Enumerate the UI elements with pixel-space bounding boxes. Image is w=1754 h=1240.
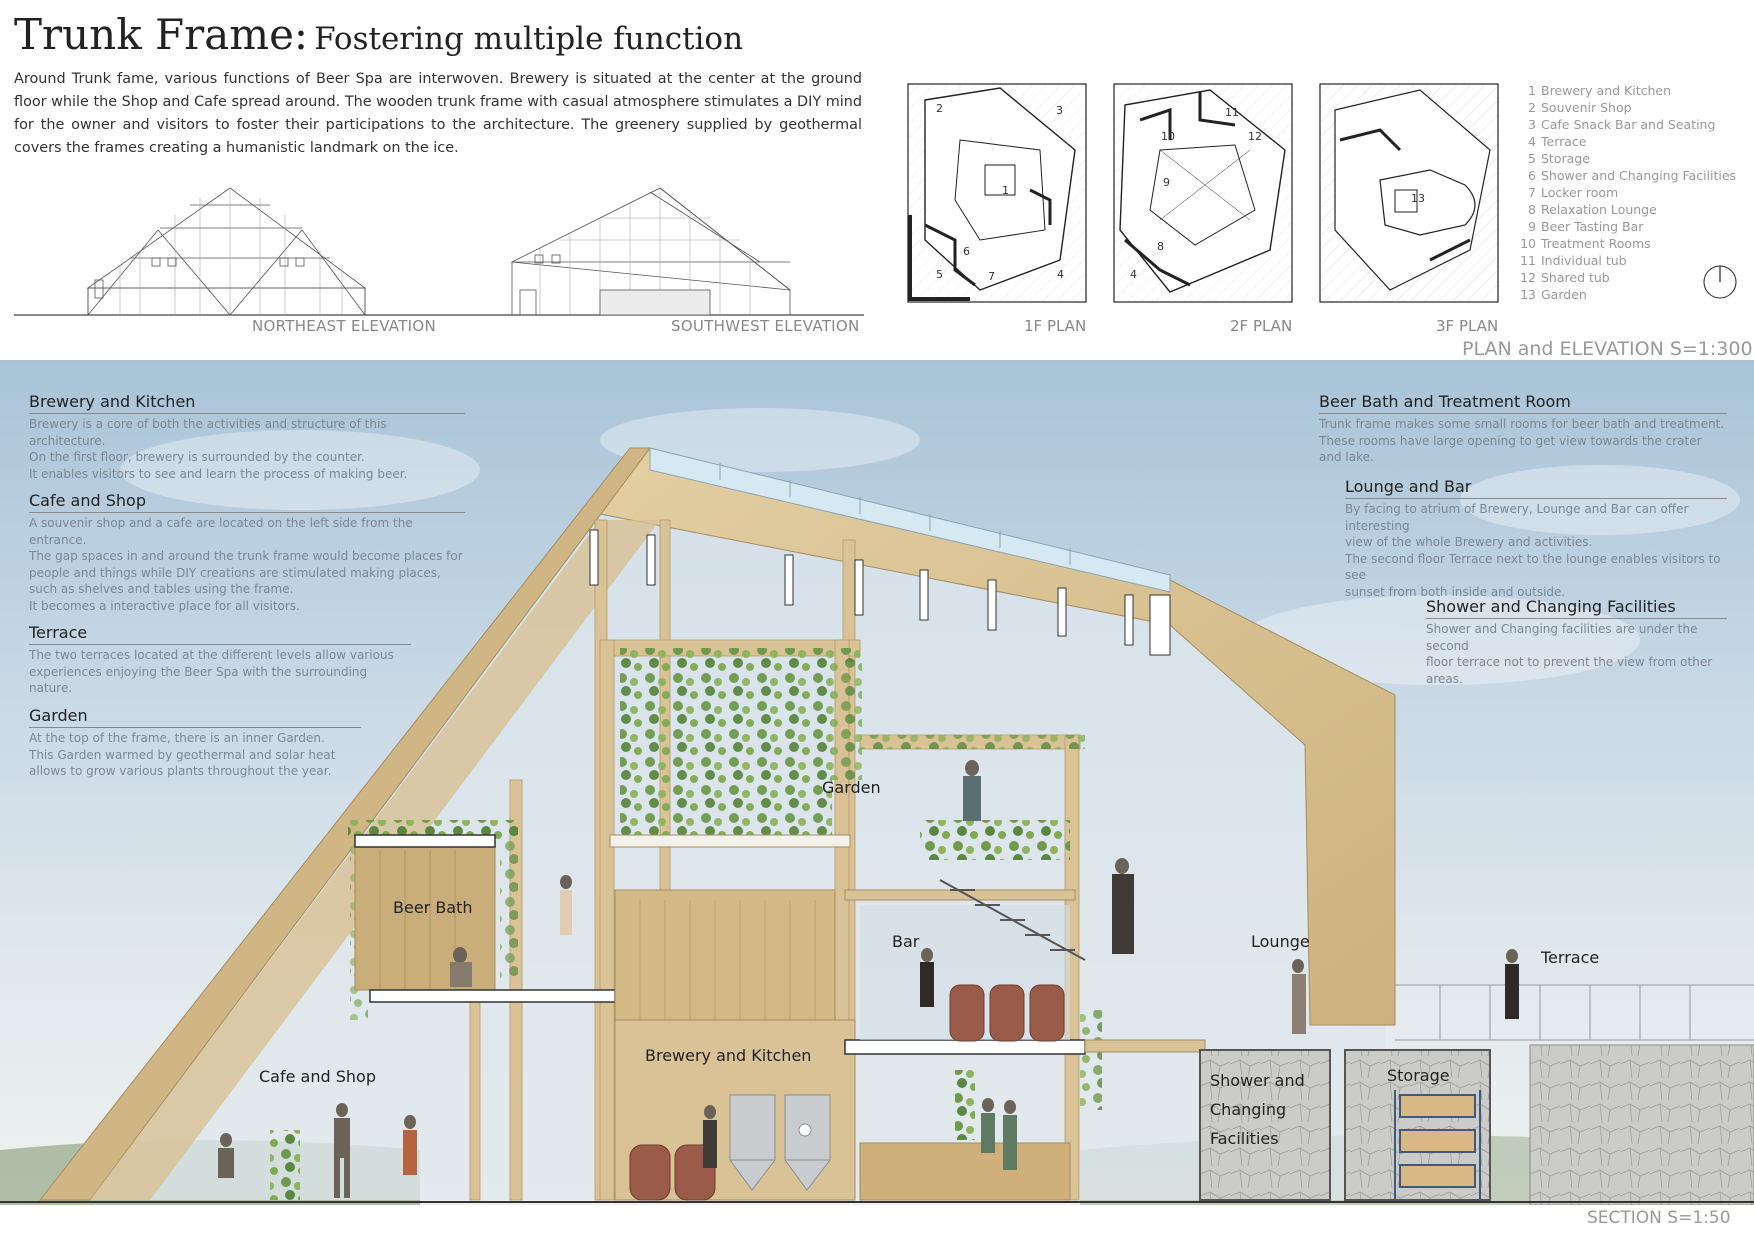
southwest-elevation [510, 187, 792, 316]
plan-2f-num: 4 [1130, 268, 1137, 281]
desc-title: Terrace [29, 623, 411, 645]
intro-paragraph: Around Trunk fame, various functions of … [14, 71, 862, 156]
desc-lounge-bar: Lounge and Bar By facing to atrium of Br… [1345, 477, 1727, 600]
desc-cafe-shop: Cafe and Shop A souvenir shop and a cafe… [29, 491, 465, 614]
desc-text: By facing to atrium of Brewery, Lounge a… [1345, 502, 1721, 599]
northeast-elevation [86, 187, 367, 316]
north-arrow-icon [1703, 265, 1737, 299]
plan-1f-num: 2 [936, 102, 943, 115]
northeast-elevation-label: NORTHEAST ELEVATION [252, 317, 437, 335]
desc-brewery-kitchen: Brewery and Kitchen Brewery is a core of… [29, 392, 465, 482]
plan-2f-num: 12 [1248, 130, 1262, 143]
floor-plans [907, 83, 1499, 303]
desc-title: Shower and Changing Facilities [1426, 597, 1727, 619]
section-label-terrace: Terrace [1541, 948, 1600, 967]
desc-text: Brewery is a core of both the activities… [29, 417, 408, 481]
section-label-bar: Bar [892, 932, 920, 951]
plan-1f-num: 6 [963, 245, 970, 258]
section-scale-label: SECTION S=1:50 [1587, 1208, 1731, 1228]
plan-1f-num: 3 [1056, 104, 1063, 117]
section-illustration [0, 360, 1754, 1205]
elevation-drawings [14, 187, 864, 316]
plan-2f [1113, 83, 1293, 303]
desc-title: Lounge and Bar [1345, 477, 1727, 499]
plan-scale-label: PLAN and ELEVATION S=1:300 [1462, 338, 1753, 360]
plan-2f-num: 11 [1225, 106, 1239, 119]
page-title: Trunk Frame:Fostering multiple function [14, 10, 743, 59]
southwest-elevation-label: SOUTHWEST ELEVATION [671, 317, 860, 335]
desc-title: Cafe and Shop [29, 491, 465, 513]
plan-1f-num: 1 [1002, 184, 1009, 197]
plan-label-3f: 3F PLAN [1436, 317, 1499, 335]
desc-text: A souvenir shop and a cafe are located o… [29, 516, 463, 613]
desc-title: Brewery and Kitchen [29, 392, 465, 414]
desc-title: Garden [29, 706, 361, 728]
plan-2f-num: 9 [1163, 176, 1170, 189]
plan-1f-num: 7 [988, 270, 995, 283]
desc-text: Trunk frame makes some small rooms for b… [1319, 417, 1725, 464]
section-label-beer-bath: Beer Bath [393, 898, 473, 917]
desc-title: Beer Bath and Treatment Room [1319, 392, 1727, 414]
desc-beer-bath-treatment: Beer Bath and Treatment Room Trunk frame… [1319, 392, 1727, 466]
plan-3f [1319, 83, 1499, 303]
plan-1f [907, 83, 1087, 303]
plan-1f-num: 5 [936, 268, 943, 281]
plan-1f-num: 4 [1057, 268, 1064, 281]
desc-text: At the top of the frame, there is an inn… [29, 731, 336, 778]
desc-text: Shower and Changing facilities are under… [1426, 622, 1713, 686]
desc-garden: Garden At the top of the frame, there is… [29, 706, 361, 780]
section-label-storage: Storage [1387, 1066, 1450, 1085]
desc-shower-changing: Shower and Changing Facilities Shower an… [1426, 597, 1727, 687]
title-sub: Fostering multiple function [314, 21, 744, 57]
plan-label-1f: 1F PLAN [1024, 317, 1087, 335]
plan-2f-num: 10 [1161, 130, 1175, 143]
desc-terrace: Terrace The two terraces located at the … [29, 623, 411, 697]
title-main: Trunk Frame: [14, 10, 309, 59]
section-drawing [0, 408, 1754, 1205]
plan-2f-num: 8 [1157, 240, 1164, 253]
section-label-garden: Garden [822, 778, 881, 797]
section-label-brewery-kitchen: Brewery and Kitchen [645, 1046, 812, 1065]
plan-3f-num: 13 [1411, 192, 1425, 205]
section-label-cafe-shop: Cafe and Shop [259, 1067, 376, 1086]
desc-text: The two terraces located at the differen… [29, 648, 394, 695]
plan-label-2f: 2F PLAN [1230, 317, 1293, 335]
section-label-lounge: Lounge [1251, 932, 1310, 951]
